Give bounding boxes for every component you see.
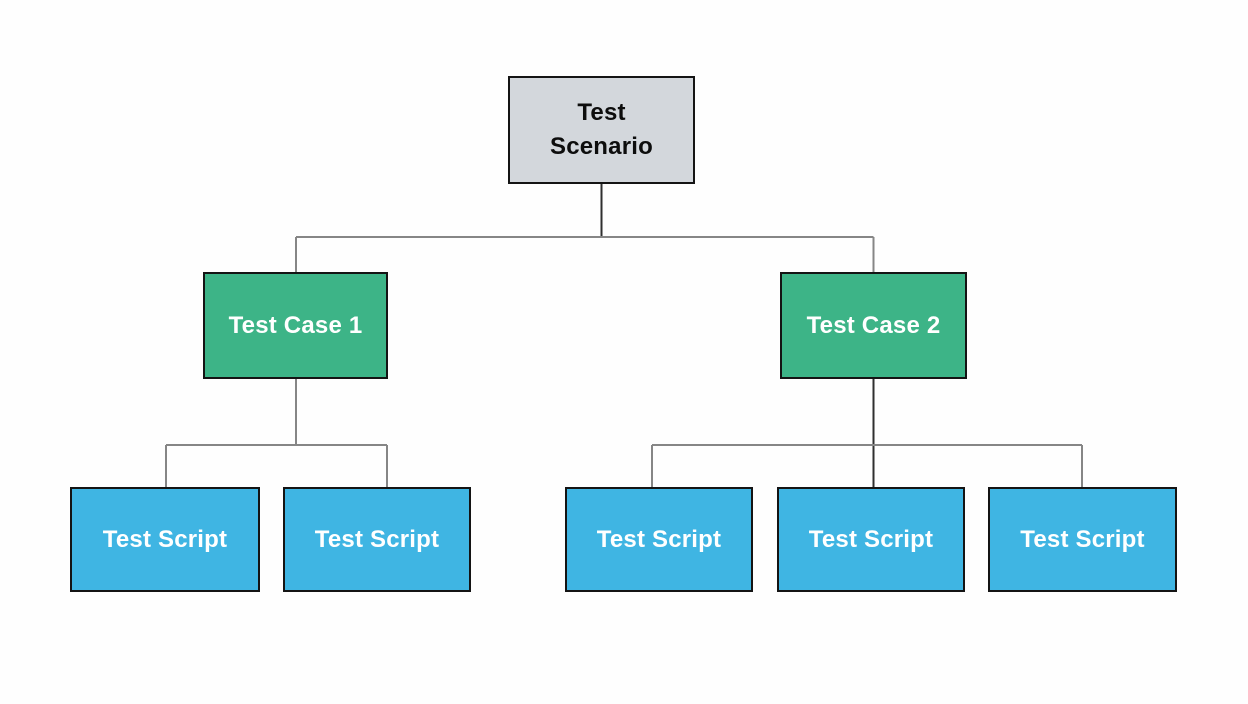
node-test-script-3: Test Script (565, 487, 753, 592)
node-test-case-1: Test Case 1 (203, 272, 388, 379)
node-test-script-2: Test Script (283, 487, 471, 592)
node-test-script-1: Test Script (70, 487, 260, 592)
node-test-script-5: Test Script (988, 487, 1177, 592)
node-test-script-4: Test Script (777, 487, 965, 592)
node-test-case-2: Test Case 2 (780, 272, 967, 379)
node-test-scenario: Test Scenario (508, 76, 695, 184)
